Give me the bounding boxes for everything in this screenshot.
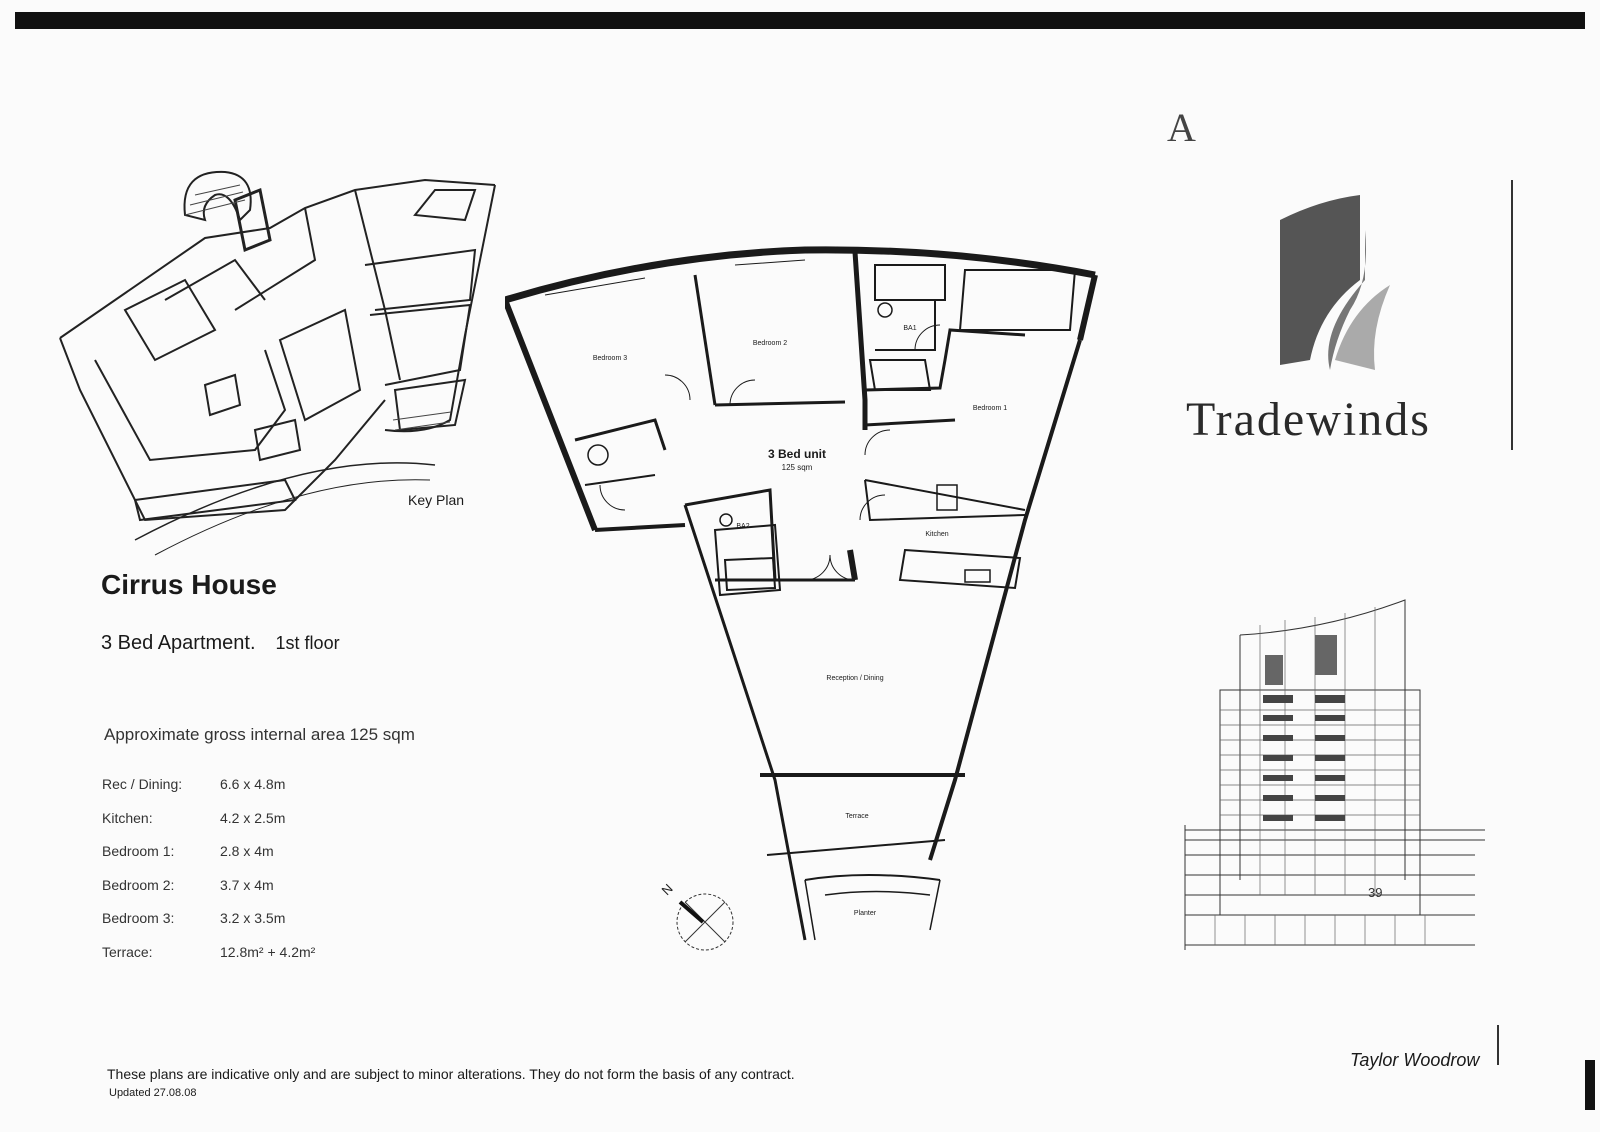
unit-area-label: 125 sqm [782, 463, 813, 472]
bedroom2-label: Bedroom 2 [753, 340, 787, 347]
ba2-label: BA2 [736, 523, 749, 530]
bedroom1-label: Bedroom 1 [973, 405, 1007, 412]
room-name: Rec / Dining: [102, 776, 183, 792]
developer-divider [1497, 1025, 1499, 1065]
room-row: Rec / Dining: 6.6 x 4.8m [102, 776, 315, 810]
room-size: 3.2 x 3.5m [220, 910, 286, 927]
room-name: Bedroom 1: [102, 843, 175, 860]
top-border [15, 12, 1585, 29]
room-row: Kitchen: 4.2 x 2.5m [102, 810, 315, 844]
apartment-label: 3 Bed Apartment. [101, 632, 256, 654]
key-plan-label: Key Plan [408, 492, 465, 508]
unit-label: 3 Bed unit [768, 447, 826, 461]
brand-divider [1511, 180, 1513, 450]
room-size: 3.7 x 4m [220, 876, 274, 893]
gross-area-text: Approximate gross internal area 125 sqm [104, 725, 415, 744]
bedroom3-label: Bedroom 3 [593, 355, 627, 362]
floor-plan: Bedroom 3 Bedroom 2 Bedroom 1 BA1 BA2 Ki… [505, 246, 1098, 941]
room-size: 12.8m² + 4.2m² [220, 943, 316, 960]
kitchen-label: Kitchen [925, 531, 948, 538]
developer-name: Taylor Woodrow [1350, 1050, 1480, 1070]
tradewinds-logo [1280, 195, 1390, 370]
room-size: 2.8 x 4m [220, 843, 274, 860]
brand-name: Tradewinds [1186, 393, 1431, 446]
room-row: Terrace: 12.8m² + 4.2m² [102, 944, 315, 978]
room-name: Bedroom 2: [102, 876, 175, 893]
plan-marker: A [1167, 105, 1196, 150]
room-name: Bedroom 3: [102, 910, 175, 927]
planter-label: Planter [854, 910, 877, 917]
building-name: Cirrus House [101, 569, 277, 600]
room-schedule: Rec / Dining: 6.6 x 4.8m Kitchen: 4.2 x 2.… [102, 776, 315, 978]
room-name: Kitchen: [102, 809, 153, 826]
ba1-label: BA1 [903, 325, 916, 332]
floor-label: 1st floor [275, 633, 340, 653]
north-label: N [659, 881, 676, 898]
room-size: 6.6 x 4.8m [220, 776, 286, 792]
room-row: Bedroom 2: 3.7 x 4m [102, 877, 315, 911]
disclaimer: These plans are indicative only and are … [107, 1066, 795, 1082]
elevation-number: 39 [1368, 885, 1382, 900]
building-elevation: 39 [1184, 599, 1485, 950]
north-compass: N [659, 881, 734, 951]
room-name: Terrace: [102, 943, 153, 960]
terrace-label: Terrace [845, 813, 868, 820]
corner-mark [1585, 1060, 1595, 1110]
updated-date: Updated 27.08.08 [109, 1087, 197, 1099]
room-row: Bedroom 1: 2.8 x 4m [102, 843, 315, 877]
key-plan [59, 170, 496, 556]
reception-label: Reception / Dining [826, 675, 883, 682]
apartment-type: 3 Bed Apartment. 1st floor [101, 632, 340, 655]
room-row: Bedroom 3: 3.2 x 3.5m [102, 910, 315, 944]
room-size: 4.2 x 2.5m [220, 809, 286, 826]
